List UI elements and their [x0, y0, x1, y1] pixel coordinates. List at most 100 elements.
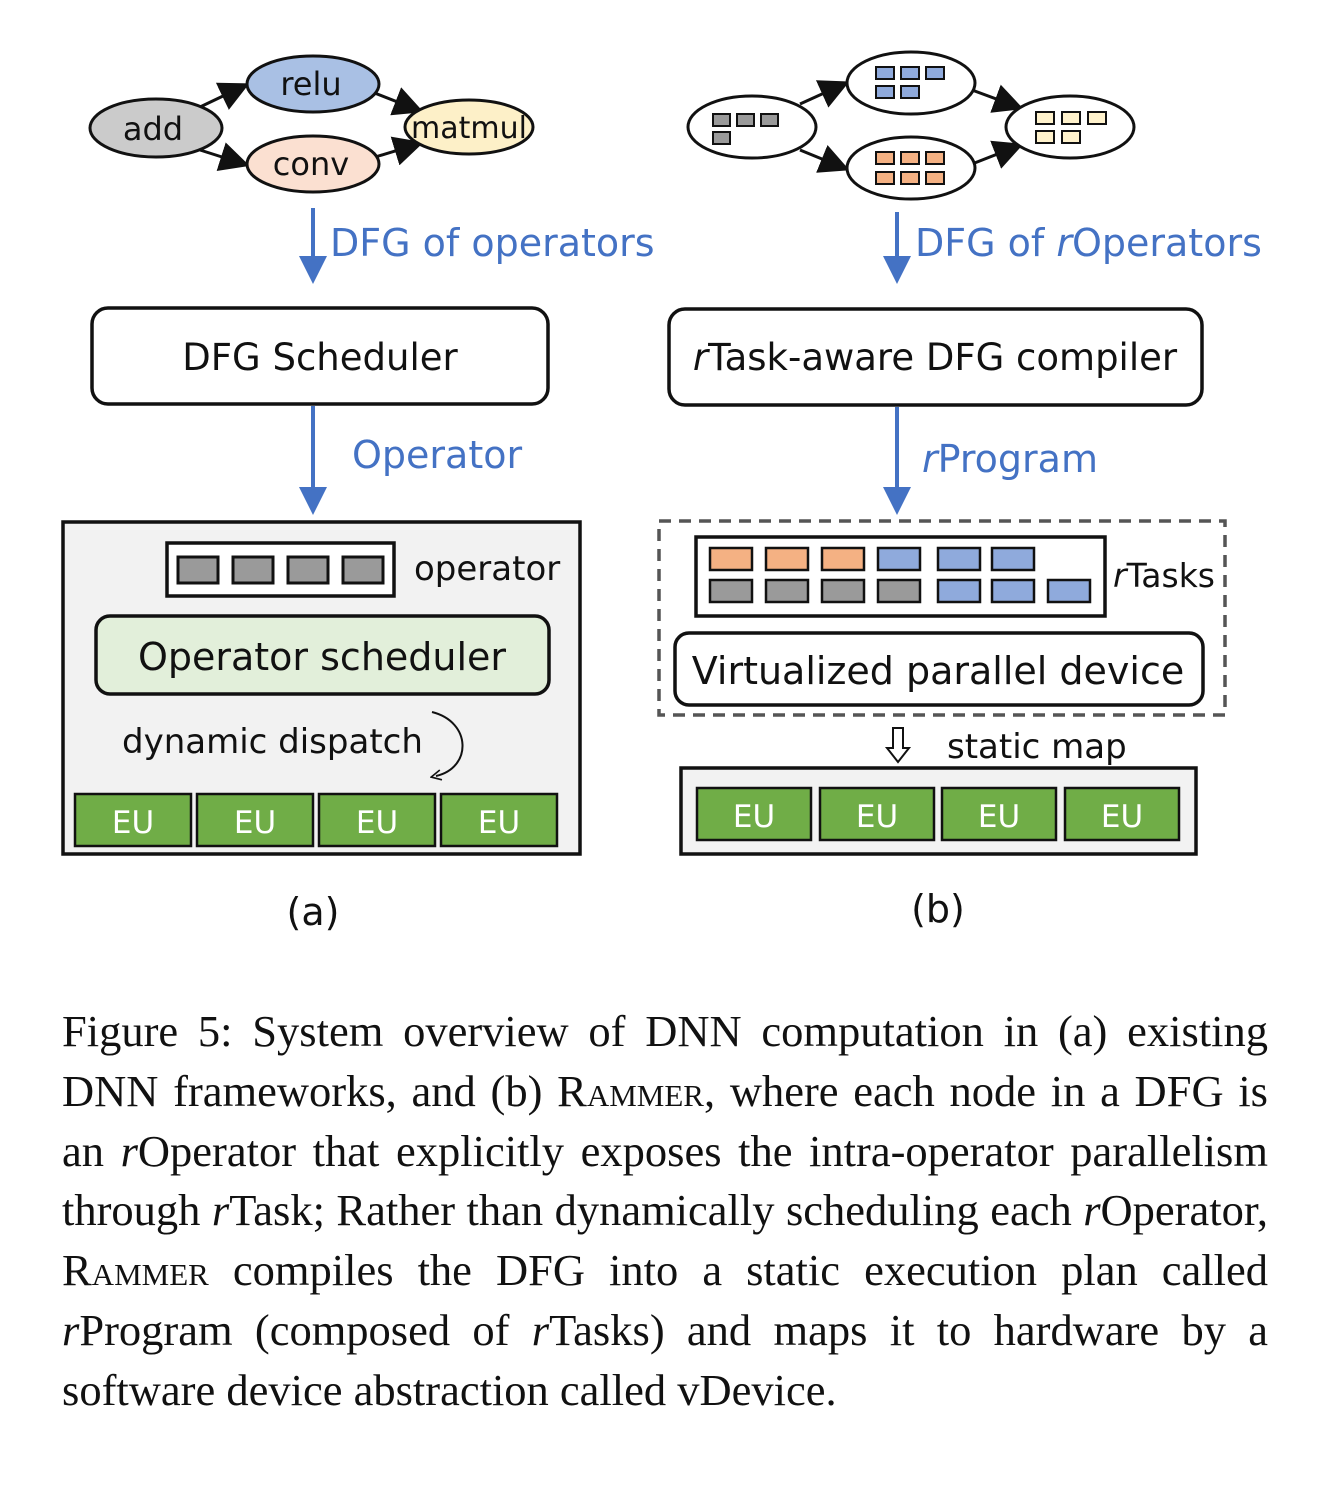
execution-unit [695, 786, 813, 842]
eu-label: EU [478, 805, 520, 841]
dfg-of-roperators-label: DFG of rOperators [915, 221, 1262, 265]
eu-label: EU [356, 805, 398, 841]
operator-label: operator [414, 549, 560, 589]
dfg-of-roperators-italic: r [1056, 221, 1074, 265]
caption-system-name: Rammer [557, 1065, 704, 1116]
caption-text: Operator that explicitly exposes the int… [62, 1125, 1268, 1236]
rtask [875, 171, 895, 185]
roperator-dfg [686, 50, 1136, 201]
panel-a: add relu conv matmul DFG of operators DF… [61, 54, 655, 934]
rprogram-text: Program [938, 437, 1098, 481]
operator-task [341, 555, 385, 585]
caption-text: Operator, [1100, 1185, 1268, 1236]
node-matmul-label: matmul [411, 111, 527, 146]
eu-label: EU [112, 805, 154, 841]
dfg-of-roperators-prefix: DFG of [915, 221, 1056, 265]
rtask [1035, 111, 1055, 125]
rtask [708, 546, 754, 572]
rtask [900, 151, 920, 165]
operator-scheduler-label: Operator scheduler [138, 635, 506, 679]
rtask [876, 578, 922, 604]
dfg-of-roperators-suffix: Operators [1072, 221, 1262, 265]
rtask [875, 151, 895, 165]
rtask-compiler-label: rTask-aware DFG compiler [693, 336, 1178, 379]
caption-italic-r: r [1083, 1185, 1101, 1236]
rtask [712, 113, 731, 127]
caption-italic-r: r [211, 1185, 230, 1236]
rtask [900, 66, 920, 80]
vdevice-label: Virtualized parallel device [692, 649, 1185, 693]
operator-task [176, 555, 220, 585]
rtask [925, 171, 945, 185]
edge-b-top-right [971, 84, 1024, 113]
node-relu-label: relu [280, 65, 341, 103]
eu-label: EU [234, 805, 276, 841]
dfg-of-operators-label: DFG of operators [330, 221, 655, 265]
node-b-top [845, 50, 977, 116]
eu-label: EU [1101, 799, 1143, 835]
rtasks-grid [708, 546, 1092, 604]
operator-scheduler-box [94, 614, 551, 696]
dfg-scheduler-label: DFG Scheduler [182, 336, 458, 379]
node-b-bottom [845, 135, 977, 201]
operator-task [286, 555, 330, 585]
caption-text: Program (composed of [79, 1304, 532, 1355]
rtask [1035, 130, 1055, 144]
edge-b-bottom-right [971, 140, 1024, 169]
rtask [820, 578, 866, 604]
rtask [1087, 111, 1107, 125]
node-relu [245, 54, 381, 114]
execution-unit [73, 792, 193, 848]
system-overview-figure: add relu conv matmul DFG of operators DF… [61, 50, 1262, 934]
rtask [760, 113, 779, 127]
node-add-label: add [123, 110, 183, 148]
execution-unit [1063, 786, 1181, 842]
rtasks-text: Tasks [1126, 556, 1215, 595]
edge-add-relu [199, 82, 250, 110]
rtask [936, 578, 982, 604]
execution-unit [940, 786, 1058, 842]
dispatch-curved-arrow-icon [432, 711, 464, 776]
rtask-compiler-text: Task-aware DFG compiler [707, 336, 1178, 379]
vdevice-region [657, 519, 1227, 717]
rtask [1046, 578, 1092, 604]
rtask [712, 131, 731, 145]
execution-unit [439, 792, 559, 848]
edge-relu-matmul [371, 87, 424, 116]
panel-b-sublabel: (b) [911, 887, 965, 931]
rtask [736, 113, 755, 127]
rtask [990, 546, 1036, 572]
operator-dfg: add relu conv matmul [88, 54, 535, 194]
caption-text: Figure 5: System overview of DNN computa… [62, 1006, 1268, 1116]
node-b-right [1004, 94, 1136, 160]
rtask [936, 546, 982, 572]
rtask-compiler-italic: r [693, 336, 711, 379]
caption-italic-r: r [120, 1125, 138, 1176]
vdevice-box [673, 631, 1205, 707]
figure-caption: Figure 5: System overview of DNN computa… [62, 1002, 1268, 1421]
dynamic-dispatch-label: dynamic dispatch [122, 722, 423, 762]
rtask [1061, 130, 1081, 144]
rprogram-label: rProgram [922, 437, 1098, 481]
rtask-compiler-box [667, 307, 1204, 407]
rtask [820, 546, 866, 572]
caption-text: Tasks) and maps it to hardware by a soft… [62, 1304, 1268, 1415]
panel-b: DFG of rOperators rTask-aware DFG compil… [657, 50, 1262, 931]
rtask [764, 546, 810, 572]
edge-conv-matmul [371, 136, 424, 166]
eu-label: EU [733, 799, 775, 835]
caption-text: Task; Rather than dynamically scheduling… [229, 1185, 1084, 1236]
rtask [925, 66, 945, 80]
rtask [990, 578, 1036, 604]
edge-add-conv [199, 142, 250, 172]
node-matmul [403, 98, 535, 156]
execution-unit [818, 786, 936, 842]
edge-b-left-bottom [799, 145, 850, 173]
rtask [875, 85, 895, 99]
rtask [1061, 111, 1081, 125]
caption-italic-r: r [62, 1304, 80, 1355]
node-add [88, 97, 224, 159]
caption-system-name: Rammer [62, 1245, 209, 1296]
eu-label: EU [856, 799, 898, 835]
node-conv [245, 134, 381, 194]
